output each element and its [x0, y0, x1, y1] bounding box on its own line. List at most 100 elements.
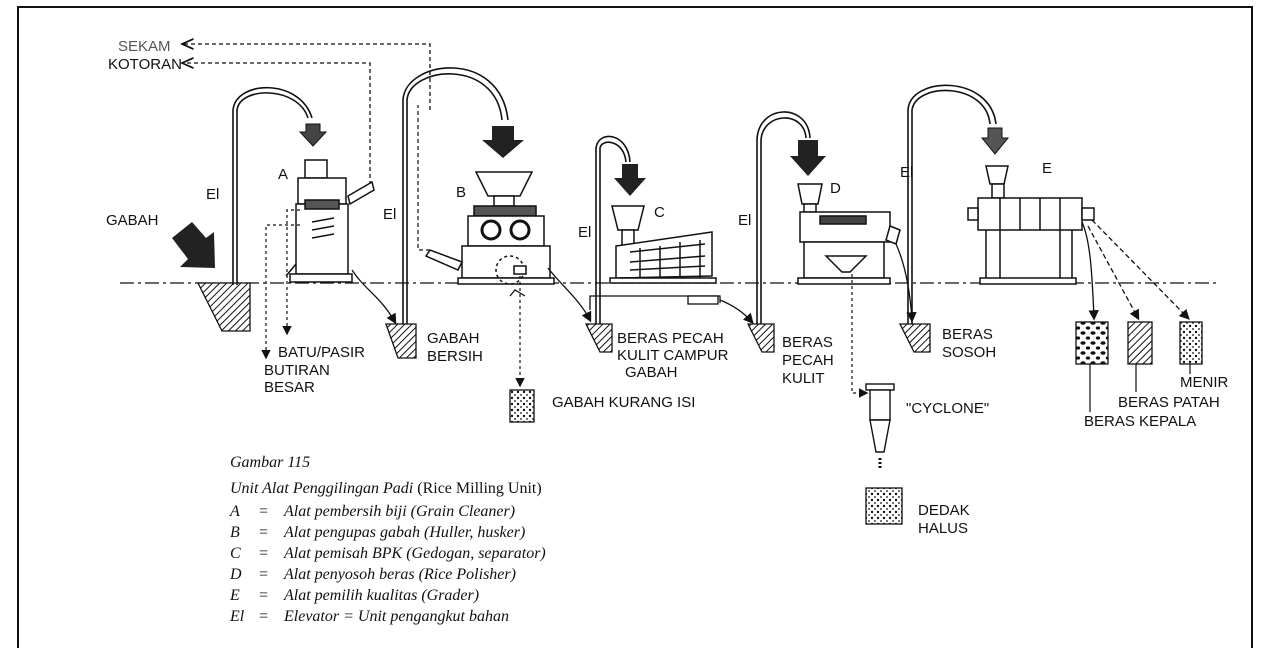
- legend-text: Alat penyosoh beras (Rice Polisher): [284, 566, 516, 583]
- b-to-hopper-3: [547, 267, 592, 323]
- label-el-4: El: [738, 212, 752, 229]
- legend-eq: =: [258, 524, 269, 541]
- label-gabah: GABAH: [106, 212, 159, 229]
- machine-b-huller: [424, 171, 555, 285]
- hopper-1: [196, 282, 251, 332]
- legend-key: C: [230, 545, 241, 562]
- label-sekam: SEKAM: [118, 38, 171, 55]
- elevator-5: [907, 84, 997, 330]
- legend-text: Alat pemisah BPK (Gedogan, separator): [284, 545, 546, 562]
- machine-a-to-hopper-2: [351, 269, 397, 325]
- legend-key: El: [230, 608, 245, 625]
- label-beras-kepala: BERAS KEPALA: [1084, 413, 1197, 430]
- label-butiran: BUTIRAN: [264, 362, 330, 379]
- arrow-into-d: [790, 140, 826, 176]
- legend-key: A: [230, 503, 240, 520]
- legend-eq: =: [258, 545, 269, 562]
- c-outlet-pipes: [509, 289, 754, 324]
- label-beras-pecah-kulit-1: BERAS: [782, 334, 833, 351]
- sekam-return-arrow: [182, 44, 431, 110]
- figure-title-plain: (Rice Milling Unit): [413, 480, 542, 497]
- label-machine-e: E: [1042, 160, 1053, 177]
- legend-eq: =: [258, 566, 269, 583]
- legend-key: D: [230, 566, 242, 583]
- legend-text: Elevator = Unit pengangkut bahan: [284, 608, 509, 625]
- legend-eq: =: [258, 503, 269, 520]
- bin-gabah-kurang-isi: [509, 389, 535, 423]
- legend-text: Alat pembersih biji (Grain Cleaner): [284, 503, 516, 520]
- elevator-2: [402, 67, 509, 330]
- machine-a-discharge: [261, 209, 300, 360]
- d-to-hopper-5: [895, 243, 917, 323]
- label-dedak-1: DEDAK: [918, 502, 970, 519]
- d-to-cyclone: [851, 274, 869, 398]
- machine-a-grain-cleaner: [285, 159, 375, 283]
- figure-frame: [17, 6, 1253, 648]
- legend-row-el: El = Elevator = Unit pengangkut bahan: [230, 608, 509, 626]
- label-el-5: El: [900, 164, 914, 181]
- label-cyclone: "CYCLONE": [906, 400, 990, 417]
- legend-eq: =: [258, 587, 269, 604]
- label-beras-pecah-campur-2: KULIT CAMPUR: [617, 347, 729, 364]
- label-kotoran: KOTORAN: [108, 56, 182, 73]
- machine-c-separator: [609, 205, 717, 284]
- label-batu-pasir: BATU/PASIR: [278, 344, 365, 361]
- label-beras-patah: BERAS PATAH: [1118, 394, 1220, 411]
- kotoran-return-arrow: [182, 63, 371, 185]
- arrow-into-a: [298, 123, 328, 147]
- label-beras-sosoh-2: SOSOH: [942, 344, 997, 361]
- bin-menir: [1179, 321, 1203, 365]
- figure-title: Unit Alat Penggilingan Padi (Rice Millin…: [230, 478, 542, 499]
- legend-row-e: E = Alat pemilih kualitas (Grader): [230, 587, 479, 605]
- label-gabah-bersih-1: GABAH: [427, 330, 480, 347]
- legend-row-a: A = Alat pembersih biji (Grain Cleaner): [230, 503, 515, 521]
- label-menir: MENIR: [1180, 374, 1229, 391]
- legend-key: E: [230, 587, 240, 604]
- cyclone: [865, 383, 895, 468]
- legend-row-b: B = Alat pengupas gabah (Huller, husker): [230, 524, 525, 542]
- label-beras-sosoh-1: BERAS: [942, 326, 993, 343]
- label-beras-pecah-kulit-2: PECAH: [782, 352, 834, 369]
- hopper-2: [385, 323, 417, 359]
- e-bin-leader-lines: [1089, 364, 1191, 412]
- label-gabah-bersih-2: BERSIH: [427, 348, 483, 365]
- elevator-1: [232, 86, 313, 285]
- figure-number: Gambar 115: [230, 454, 311, 471]
- bin-dedak-halus: [865, 487, 903, 525]
- hopper-4: [746, 323, 775, 353]
- label-dedak-2: HALUS: [918, 520, 969, 537]
- label-machine-b: B: [456, 184, 467, 201]
- elevator-3: [595, 135, 631, 330]
- label-beras-pecah-campur-1: BERAS PECAH: [617, 330, 724, 347]
- label-besar: BESAR: [264, 379, 315, 396]
- label-machine-a: A: [278, 166, 289, 183]
- hopper-5: [898, 323, 931, 353]
- label-el-3: El: [578, 224, 592, 241]
- label-beras-pecah-kulit-3: KULIT: [782, 370, 825, 387]
- arrow-into-e: [980, 127, 1010, 155]
- kotoran-from-b: [417, 105, 430, 251]
- elevator-4: [756, 111, 811, 330]
- legend-row-d: D = Alat penyosoh beras (Rice Polisher): [230, 566, 516, 584]
- gabah-input-arrow: [172, 222, 215, 268]
- hopper-3: [584, 323, 613, 353]
- label-beras-pecah-campur-3: GABAH: [625, 364, 678, 381]
- label-el-2: El: [383, 206, 397, 223]
- machine-e-grader: [967, 165, 1095, 285]
- legend-text: Alat pengupas gabah (Huller, husker): [284, 524, 526, 541]
- label-el-1: El: [206, 186, 220, 203]
- legend-key: B: [230, 524, 240, 541]
- arrow-into-c: [614, 164, 646, 196]
- arrow-into-b: [482, 126, 524, 158]
- label-gabah-kurang-isi: GABAH KURANG ISI: [552, 394, 696, 411]
- bin-beras-patah: [1127, 321, 1153, 365]
- legend-text: Alat pemilih kualitas (Grader): [284, 587, 480, 604]
- legend-eq: =: [258, 608, 269, 625]
- label-machine-c: C: [654, 204, 665, 221]
- label-machine-d: D: [830, 180, 841, 197]
- e-outlets: [1081, 219, 1190, 321]
- bin-beras-kepala: [1075, 321, 1109, 365]
- legend-row-c: C = Alat pemisah BPK (Gedogan, separator): [230, 545, 546, 563]
- machine-d-polisher: [797, 183, 901, 285]
